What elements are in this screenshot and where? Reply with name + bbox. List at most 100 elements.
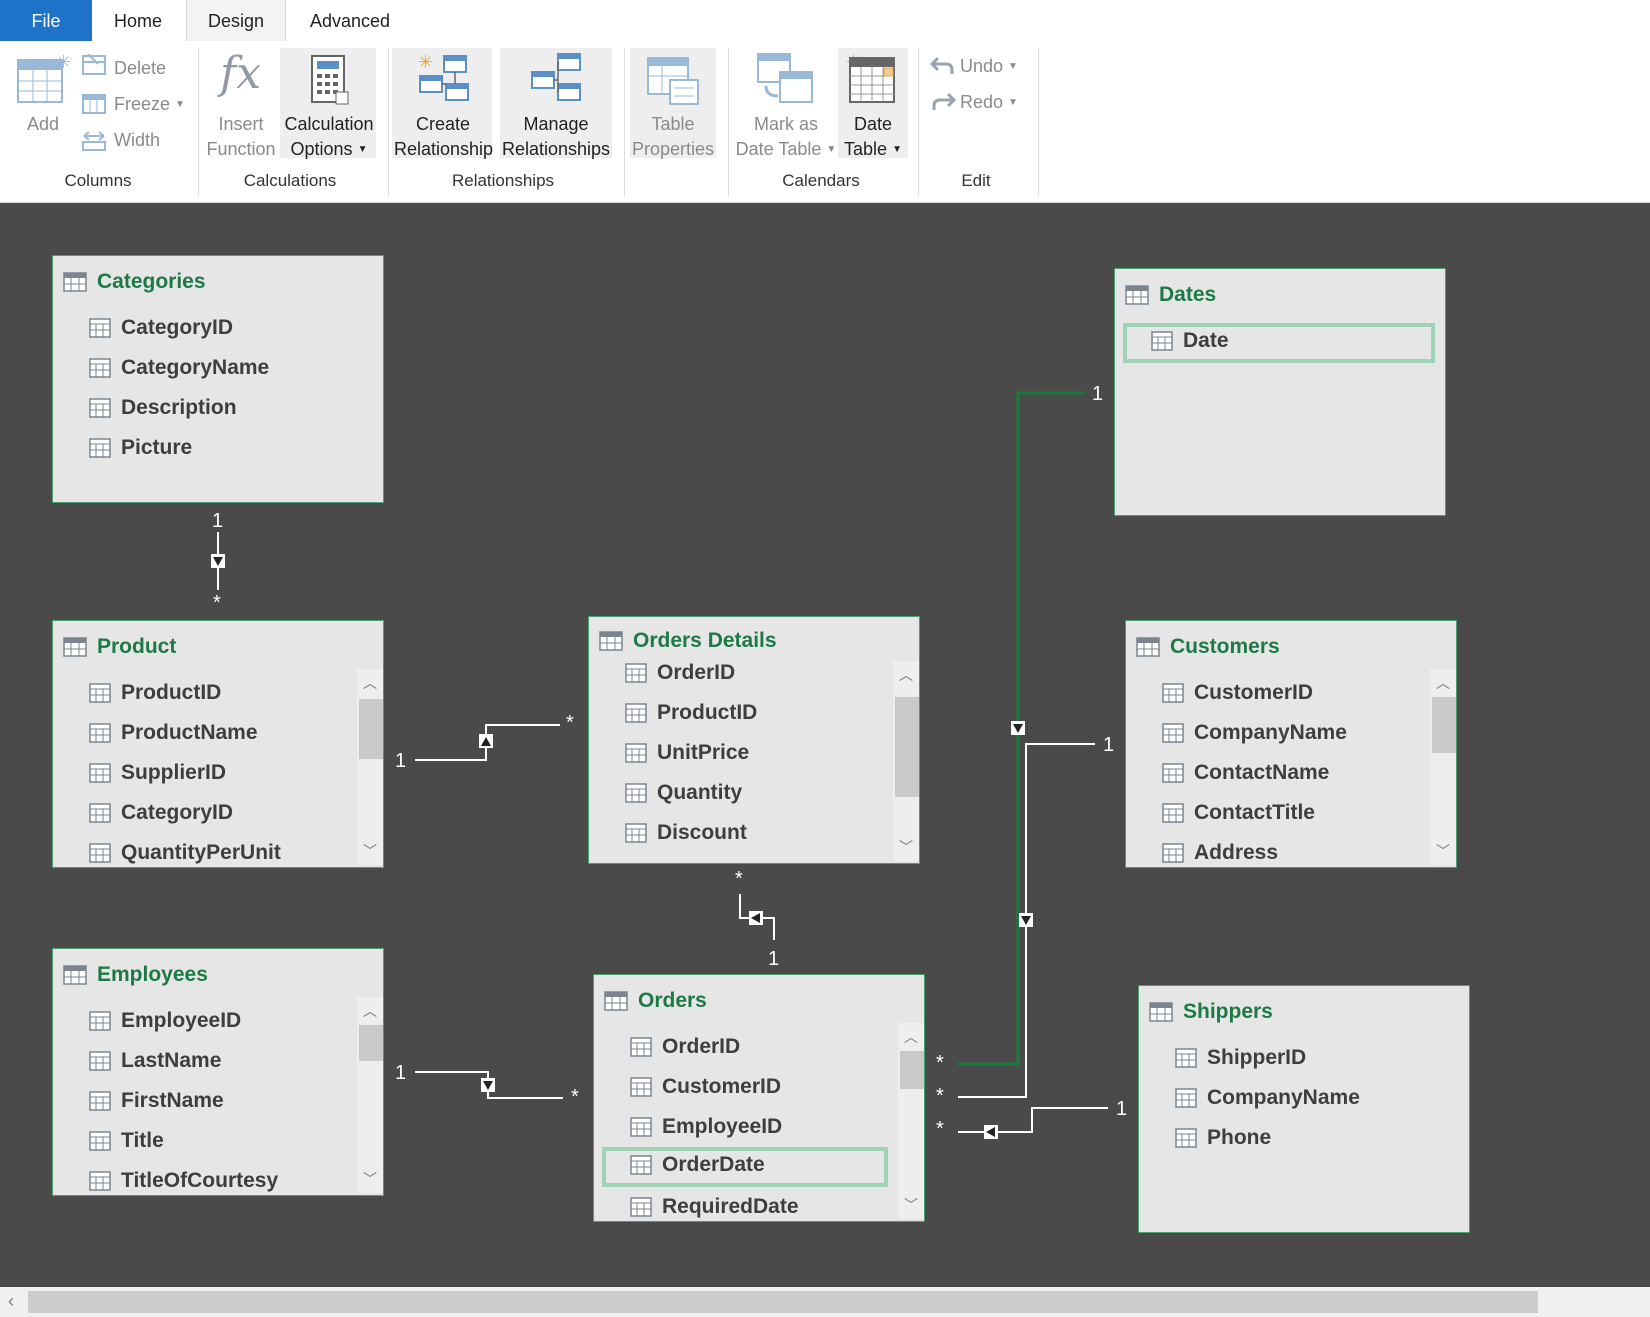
table-icon bbox=[1136, 637, 1160, 657]
chevron-up-icon[interactable]: ︿ bbox=[363, 1003, 377, 1019]
table-dates[interactable]: Dates Date bbox=[1114, 268, 1446, 516]
field-name: CategoryID bbox=[121, 801, 234, 824]
svg-text:✳: ✳ bbox=[56, 54, 70, 73]
field-grid-icon bbox=[630, 1155, 652, 1175]
freeze-label: Freeze bbox=[114, 94, 171, 114]
table-icon bbox=[63, 965, 87, 985]
tab-home[interactable]: Home bbox=[114, 11, 163, 31]
field-name: RequiredDate bbox=[662, 1195, 799, 1218]
tab-file[interactable]: File bbox=[0, 0, 92, 41]
field-name: Quantity bbox=[657, 781, 743, 804]
field-grid-icon bbox=[1151, 331, 1173, 351]
field-name: EmployeeID bbox=[662, 1115, 783, 1138]
vertical-scrollbar[interactable]: ︿ ﹀ bbox=[1430, 669, 1456, 865]
insert-function-button[interactable]: Insert Function bbox=[204, 112, 278, 162]
chevron-down-icon[interactable]: ﹀ bbox=[363, 1171, 377, 1187]
table-employees[interactable]: Employees EmployeeID LastName FirstName … bbox=[52, 948, 384, 1196]
field-name: FirstName bbox=[121, 1089, 224, 1112]
field-grid-icon bbox=[625, 703, 647, 723]
undo-button[interactable]: Undo ▼ bbox=[960, 54, 1018, 79]
horizontal-scrollbar[interactable]: ‹ bbox=[0, 1287, 1650, 1317]
chevron-down-icon[interactable]: ﹀ bbox=[1436, 843, 1450, 859]
add-column-button[interactable]: Add bbox=[26, 114, 60, 134]
field-name: CompanyName bbox=[1207, 1086, 1360, 1109]
tab-design[interactable]: Design bbox=[186, 0, 286, 41]
ribbon: File Home Design Advanced ✳ Add Delete F… bbox=[0, 0, 1650, 203]
table-customers[interactable]: Customers CustomerID CompanyName Contact… bbox=[1125, 620, 1457, 868]
field-grid-icon bbox=[89, 358, 111, 378]
field-name: ContactTitle bbox=[1194, 801, 1315, 824]
group-separator bbox=[1038, 48, 1039, 196]
scrollbar-thumb[interactable] bbox=[900, 1051, 924, 1089]
chevron-down-icon: ▼ bbox=[1008, 97, 1018, 108]
manage-relationships-icon bbox=[531, 53, 581, 101]
field-name: Title bbox=[121, 1129, 164, 1152]
field-grid-icon bbox=[625, 783, 647, 803]
field-name: ContactName bbox=[1194, 761, 1330, 784]
group-label-calculations: Calculations bbox=[243, 171, 337, 190]
table-shippers[interactable]: Shippers ShipperID CompanyName Phone bbox=[1138, 985, 1470, 1233]
scrollbar-thumb[interactable] bbox=[28, 1291, 1538, 1313]
scrollbar-thumb[interactable] bbox=[1432, 697, 1456, 753]
table-title: Categories bbox=[97, 270, 206, 293]
chevron-down-icon[interactable]: ﹀ bbox=[904, 1197, 918, 1213]
chevron-up-icon[interactable]: ︿ bbox=[1436, 675, 1450, 691]
group-separator bbox=[728, 48, 729, 196]
table-orders[interactable]: Orders OrderID CustomerID EmployeeID Ord… bbox=[593, 974, 925, 1222]
vertical-scrollbar[interactable]: ︿ ﹀ bbox=[893, 661, 919, 861]
chevron-down-icon[interactable]: ﹀ bbox=[363, 843, 377, 859]
redo-button[interactable]: Redo ▼ bbox=[960, 90, 1018, 115]
freeze-button[interactable]: Freeze ▼ bbox=[114, 92, 185, 117]
mark-as-date-table-button[interactable]: Mark as Date Table ▼ bbox=[734, 112, 838, 162]
chevron-up-icon[interactable]: ︿ bbox=[363, 675, 377, 691]
cardinality-many: * bbox=[571, 1086, 579, 1108]
create-relationship-button[interactable]: Create Relationship bbox=[394, 112, 493, 162]
relationship-lines bbox=[211, 391, 1108, 1139]
cardinality-many: * bbox=[566, 712, 574, 734]
scrollbar-thumb[interactable] bbox=[895, 697, 919, 797]
svg-text:✳: ✳ bbox=[418, 52, 433, 73]
date-table-button[interactable]: Date Table ▼ bbox=[838, 112, 908, 162]
table-product[interactable]: Product ProductID ProductName SupplierID… bbox=[52, 620, 384, 868]
table-icon bbox=[1125, 285, 1149, 305]
manage-relationships-label-1: Manage bbox=[523, 114, 589, 134]
tab-advanced[interactable]: Advanced bbox=[310, 11, 391, 31]
chevron-up-icon[interactable]: ︿ bbox=[899, 667, 913, 683]
table-icon bbox=[63, 272, 87, 292]
table-properties-button[interactable]: Table Properties bbox=[630, 112, 716, 162]
field-grid-icon bbox=[1175, 1088, 1197, 1108]
chevron-left-icon[interactable]: ‹ bbox=[8, 1291, 14, 1311]
table-icon bbox=[599, 631, 623, 651]
group-separator bbox=[918, 48, 919, 196]
create-relationship-icon: ✳ bbox=[418, 52, 469, 101]
scrollbar-thumb[interactable] bbox=[359, 1025, 383, 1061]
scrollbar-thumb[interactable] bbox=[359, 699, 383, 759]
delete-icon bbox=[82, 54, 106, 75]
delete-button[interactable]: Delete bbox=[114, 58, 167, 78]
table-properties-icon bbox=[647, 57, 699, 105]
field-grid-icon bbox=[89, 438, 111, 458]
mark-as-date-table-label-1: Mark as bbox=[753, 114, 818, 134]
field-grid-icon bbox=[625, 663, 647, 683]
field-grid-icon bbox=[89, 1171, 111, 1191]
table-icon bbox=[604, 991, 628, 1011]
field-grid-icon bbox=[630, 1077, 652, 1097]
width-button[interactable]: Width bbox=[114, 130, 161, 150]
cardinality-one: 1 bbox=[212, 510, 224, 532]
field-row-selected[interactable]: Date bbox=[1123, 323, 1435, 363]
table-orders-details[interactable]: Orders Details OrderID ProductID UnitPri… bbox=[588, 616, 920, 864]
field-row-selected[interactable]: OrderDate bbox=[602, 1147, 888, 1187]
cardinality-one: 1 bbox=[1103, 734, 1115, 756]
table-categories[interactable]: Categories CategoryID CategoryName Descr… bbox=[52, 255, 384, 503]
relationship-shippers-orders[interactable] bbox=[958, 1107, 1108, 1133]
calculation-options-button[interactable]: Calculation Options ▼ bbox=[282, 112, 376, 162]
chevron-down-icon[interactable]: ﹀ bbox=[899, 839, 913, 855]
chevron-up-icon[interactable]: ︿ bbox=[904, 1029, 918, 1045]
vertical-scrollbar[interactable]: ︿ ﹀ bbox=[357, 997, 383, 1193]
vertical-scrollbar[interactable]: ︿ ﹀ bbox=[357, 669, 383, 865]
manage-relationships-button[interactable]: Manage Relationships bbox=[500, 112, 612, 162]
filter-direction-marker bbox=[1019, 913, 1033, 927]
field-name: ProductID bbox=[657, 701, 758, 724]
chevron-down-icon: ▼ bbox=[357, 144, 368, 155]
vertical-scrollbar[interactable]: ︿ ﹀ bbox=[898, 1023, 924, 1219]
